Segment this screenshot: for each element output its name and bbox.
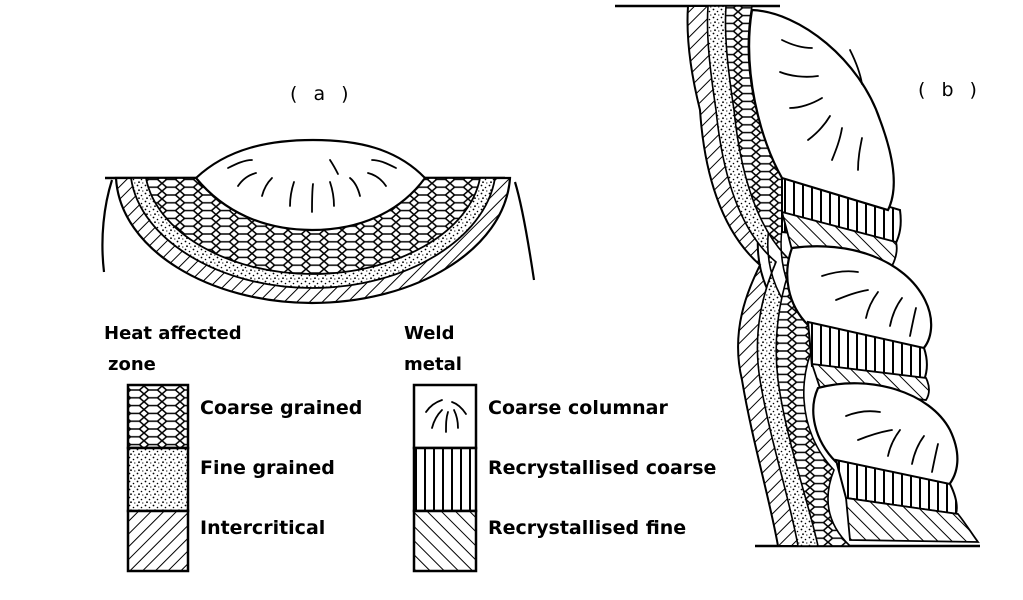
- weld-heading-line2: metal: [404, 354, 462, 375]
- bead-2-columnar: [786, 245, 933, 352]
- legend-label-coarse-columnar: Coarse columnar: [488, 397, 668, 419]
- legend-label-recrystallised-fine: Recrystallised fine: [488, 517, 686, 539]
- panel-a-diagram: [101, 138, 536, 305]
- columnar-grain-strokes: [227, 159, 397, 213]
- legend-label-fine-grained: Fine grained: [200, 457, 335, 479]
- weld-metal-cap: [194, 138, 427, 232]
- panel-label-a: ( a ): [290, 83, 354, 105]
- haz-heading-line1: Heat affected: [104, 323, 242, 344]
- plate-edge-left: [101, 179, 114, 273]
- legend-swatch-coarse-grained: [126, 383, 190, 450]
- haz-heading-line2: zone: [108, 354, 156, 375]
- legend-columnar-strokes: [425, 399, 467, 433]
- bead-3-columnar: [812, 382, 959, 488]
- panel-label-b: ( b ): [918, 79, 982, 101]
- legend-swatch-intercritical: [126, 509, 190, 573]
- legend-swatch-recrystallised-fine: [412, 509, 478, 573]
- legend-swatch-fine-grained: [126, 446, 190, 513]
- legend-swatch-coarse-columnar: [412, 383, 478, 450]
- bead-columnar-grain-strokes: [779, 39, 939, 473]
- panel-b-diagram: [615, 4, 980, 548]
- legend-label-coarse-grained: Coarse grained: [200, 397, 362, 419]
- legend-label-recrystallised-coarse: Recrystallised coarse: [488, 457, 716, 479]
- bead-4-recrystallised-fine: [844, 496, 980, 543]
- plate-edge-right: [513, 181, 536, 281]
- legend-swatch-recrystallised-coarse: [412, 446, 478, 513]
- weld-heading-line1: Weld: [404, 323, 454, 344]
- legend: Heat affected zone Coarse grained Fine g…: [104, 323, 716, 573]
- legend-label-intercritical: Intercritical: [200, 517, 325, 539]
